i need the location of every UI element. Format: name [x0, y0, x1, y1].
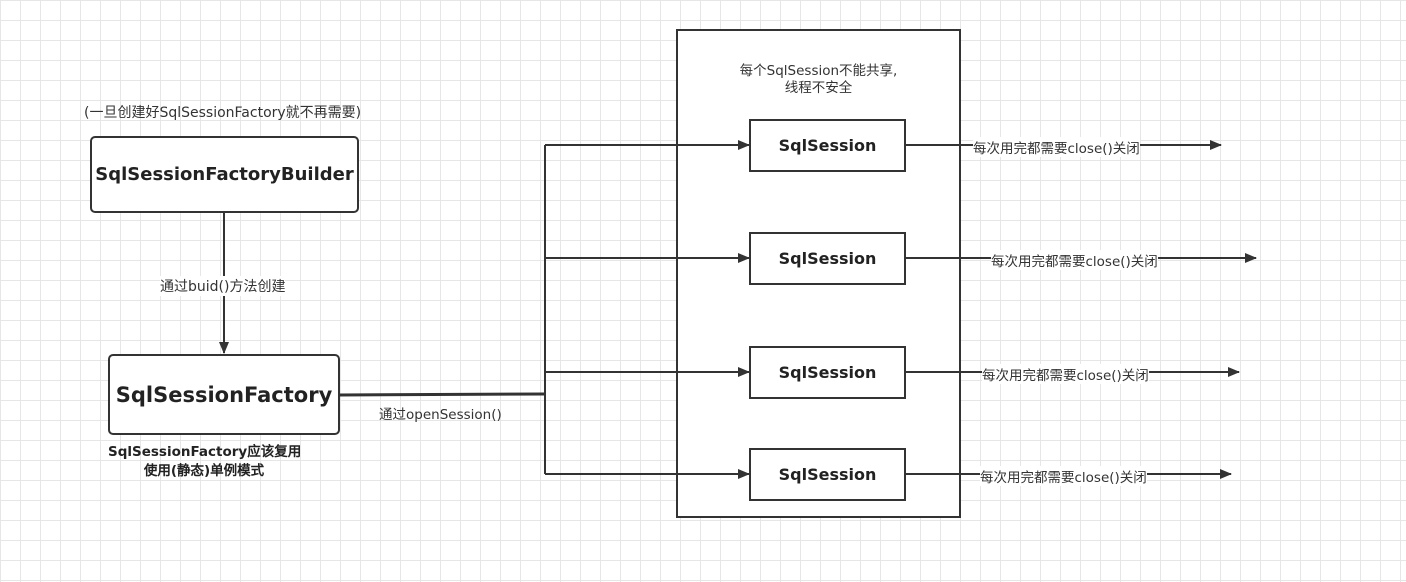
close-edge-label: 每次用完都需要close()关闭 — [973, 137, 1140, 157]
factory-note: SqlSessionFactory应该复用 使用(静态)单例模式 — [108, 443, 302, 481]
sqlsession-node: SqlSession — [749, 448, 906, 501]
container-note-line2: 线程不安全 — [784, 80, 853, 96]
sqlsession-node: SqlSession — [749, 346, 906, 399]
sqlsession-node: SqlSession — [749, 119, 906, 172]
factory-label: SqlSessionFactory — [115, 382, 333, 407]
close-edge-label: 每次用完都需要close()关闭 — [982, 364, 1149, 384]
sqlsession-label: SqlSession — [778, 363, 877, 382]
container-note: 每个SqlSession不能共享, 线程不安全 — [676, 63, 961, 97]
build-edge-label: 通过buid()方法创建 — [160, 276, 286, 296]
container-note-line1: 每个SqlSession不能共享, — [739, 63, 898, 79]
sqlsession-label: SqlSession — [778, 249, 877, 268]
close-edge-label: 每次用完都需要close()关闭 — [980, 466, 1147, 486]
open-session-edge-label: 通过openSession() — [379, 407, 502, 423]
close-edge-label: 每次用完都需要close()关闭 — [991, 250, 1158, 270]
sqlsessionfactorybuilder-node: SqlSessionFactoryBuilder — [90, 136, 359, 213]
builder-label: SqlSessionFactoryBuilder — [95, 164, 354, 185]
factory-trunk-edge — [338, 392, 546, 397]
factory-note-line2: 使用(静态)单例模式 — [143, 463, 265, 479]
sqlsession-label: SqlSession — [778, 136, 877, 155]
sqlsession-label: SqlSession — [778, 465, 877, 484]
factory-note-line1: SqlSessionFactory应该复用 — [108, 444, 302, 460]
sqlsessionfactory-node: SqlSessionFactory — [108, 354, 340, 435]
builder-note: (一旦创建好SqlSessionFactory就不再需要) — [84, 105, 362, 121]
sqlsession-node: SqlSession — [749, 232, 906, 285]
